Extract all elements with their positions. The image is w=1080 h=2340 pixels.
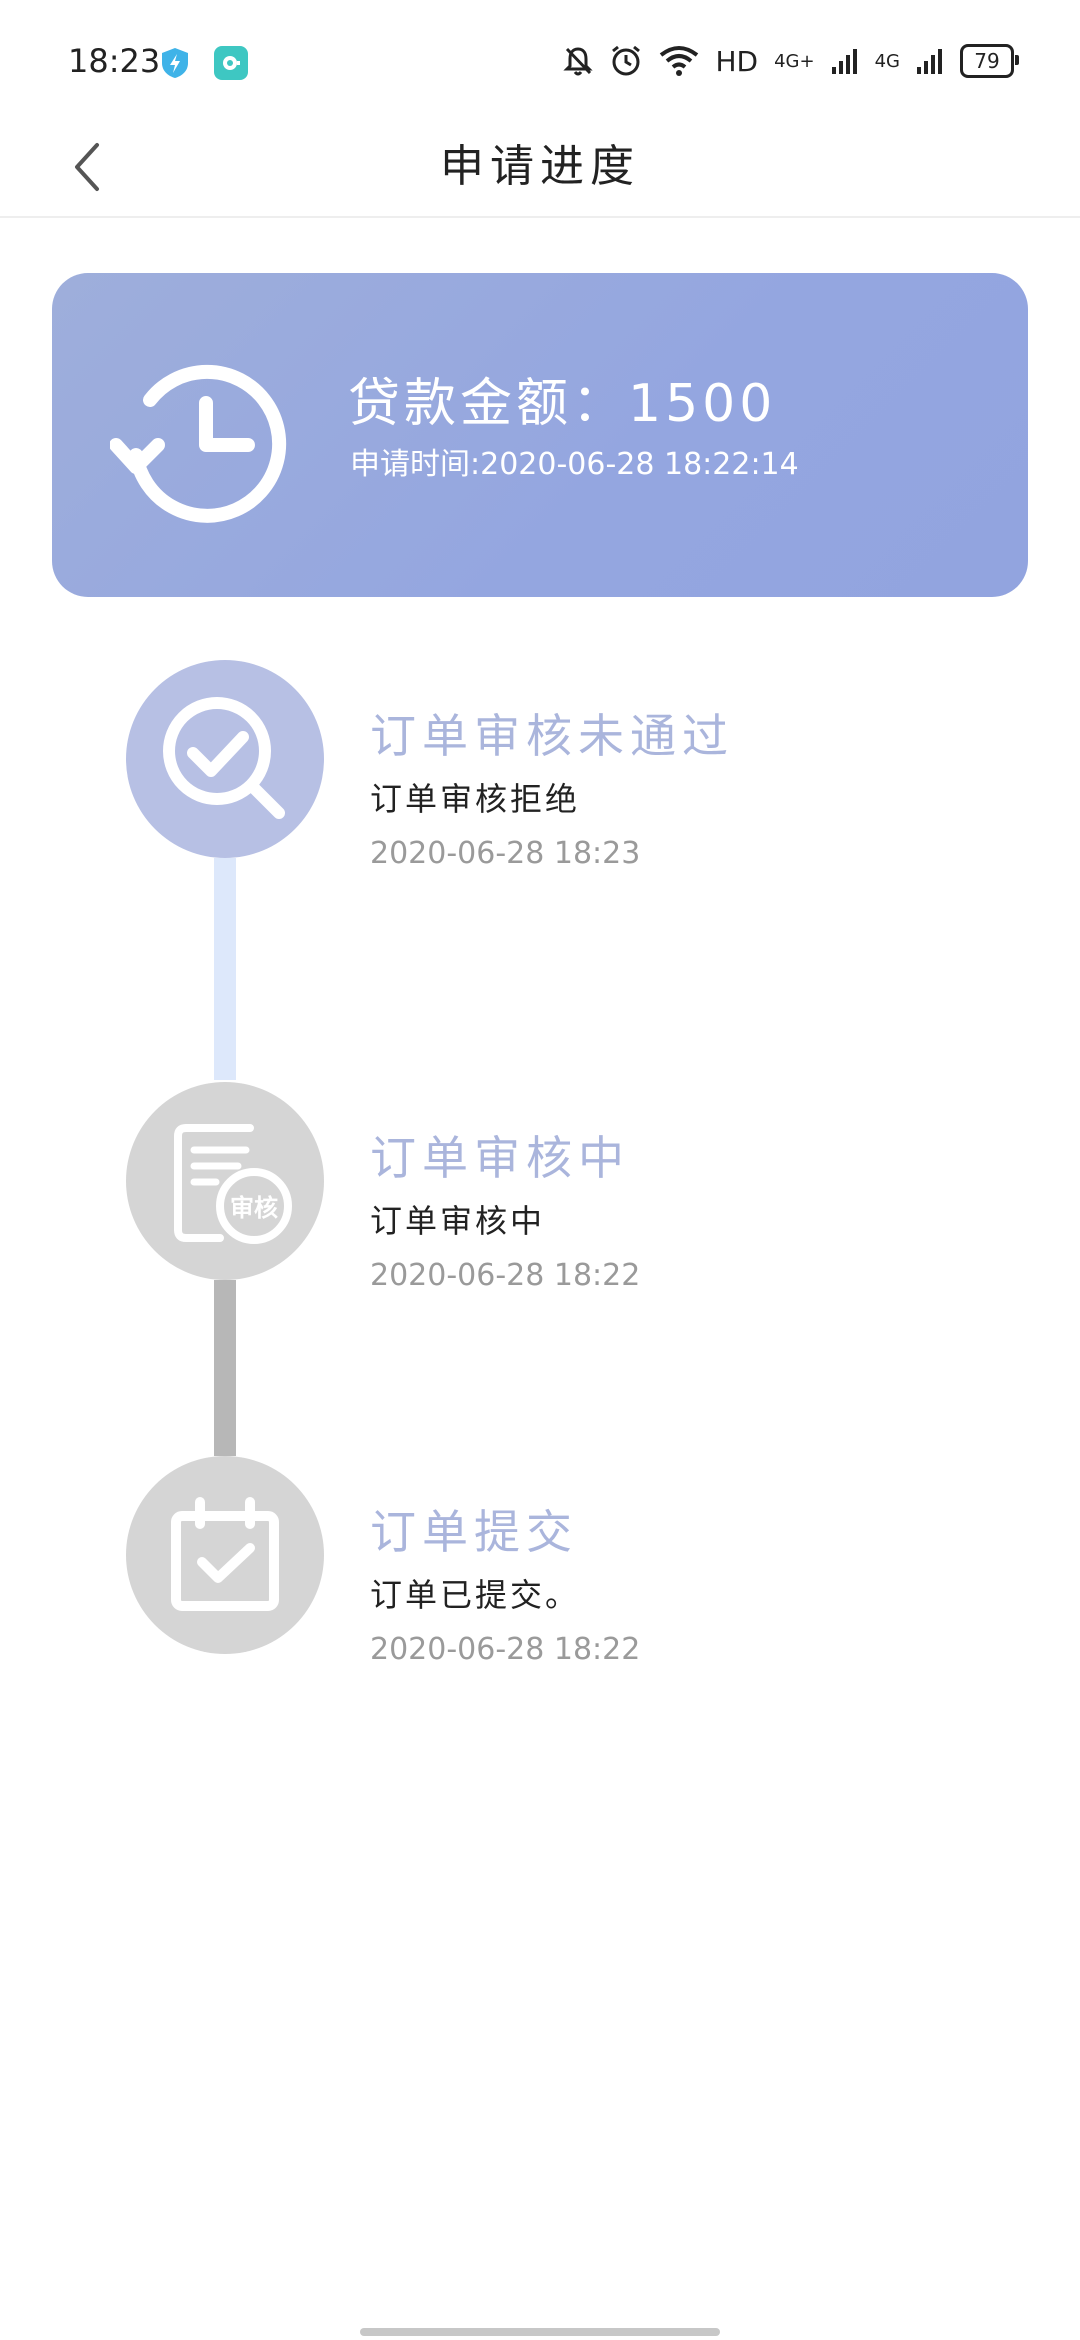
status-time: 18:23 xyxy=(68,42,161,80)
step-time: 2020-06-28 18:22 xyxy=(370,1632,641,1667)
shield-bolt-icon xyxy=(158,46,192,80)
home-indicator[interactable] xyxy=(360,2328,720,2336)
step-status-circle: 审核 xyxy=(126,1082,324,1280)
battery-level: 79 xyxy=(974,49,1000,73)
document-review-icon: 审核 xyxy=(174,1124,292,1244)
loan-summary-card: 贷款金额：1500 申请时间:2020-06-28 18:22:14 xyxy=(52,273,1028,597)
network-label-2: 4G xyxy=(874,50,900,72)
step-time: 2020-06-28 18:22 xyxy=(370,1258,641,1293)
status-right: HD 4G+ 4G 79 xyxy=(563,44,1019,78)
wifi-icon xyxy=(659,45,699,77)
step-title: 订单提交 xyxy=(370,1505,578,1559)
step-desc: 订单审核拒绝 xyxy=(370,780,581,818)
history-clock-icon xyxy=(110,364,287,523)
step-desc: 订单审核中 xyxy=(370,1202,546,1240)
mute-bell-icon xyxy=(563,45,594,77)
signal-icon xyxy=(831,47,859,75)
apply-time: 申请时间:2020-06-28 18:22:14 xyxy=(350,447,799,482)
alarm-icon xyxy=(609,44,643,78)
status-left-icons xyxy=(158,46,248,80)
calendar-check-icon xyxy=(171,1497,279,1611)
step-title: 订单审核中 xyxy=(370,1131,630,1185)
step-desc: 订单已提交。 xyxy=(370,1576,581,1614)
loan-amount: 贷款金额：1500 xyxy=(348,374,777,434)
step-time: 2020-06-28 18:23 xyxy=(370,836,641,871)
network-label-1: 4G+ xyxy=(774,50,815,72)
timeline-connector-inactive xyxy=(214,1280,236,1456)
step-status-circle xyxy=(126,660,324,858)
app-badge-icon xyxy=(214,46,248,80)
battery-indicator: 79 xyxy=(960,44,1019,78)
step-title: 订单审核未通过 xyxy=(370,709,734,763)
page-title: 申请进度 xyxy=(440,141,640,192)
timeline-connector-active xyxy=(214,858,236,1080)
search-check-icon xyxy=(163,697,285,819)
header: 申请进度 xyxy=(0,120,1080,218)
review-icon-text: 审核 xyxy=(230,1194,278,1222)
chevron-left-icon xyxy=(75,143,99,191)
hd-label: HD xyxy=(715,44,759,78)
back-button[interactable] xyxy=(52,132,122,202)
signal-icon-2 xyxy=(916,47,944,75)
step-status-circle xyxy=(126,1456,324,1654)
status-bar: 18:23 xyxy=(0,0,1080,130)
